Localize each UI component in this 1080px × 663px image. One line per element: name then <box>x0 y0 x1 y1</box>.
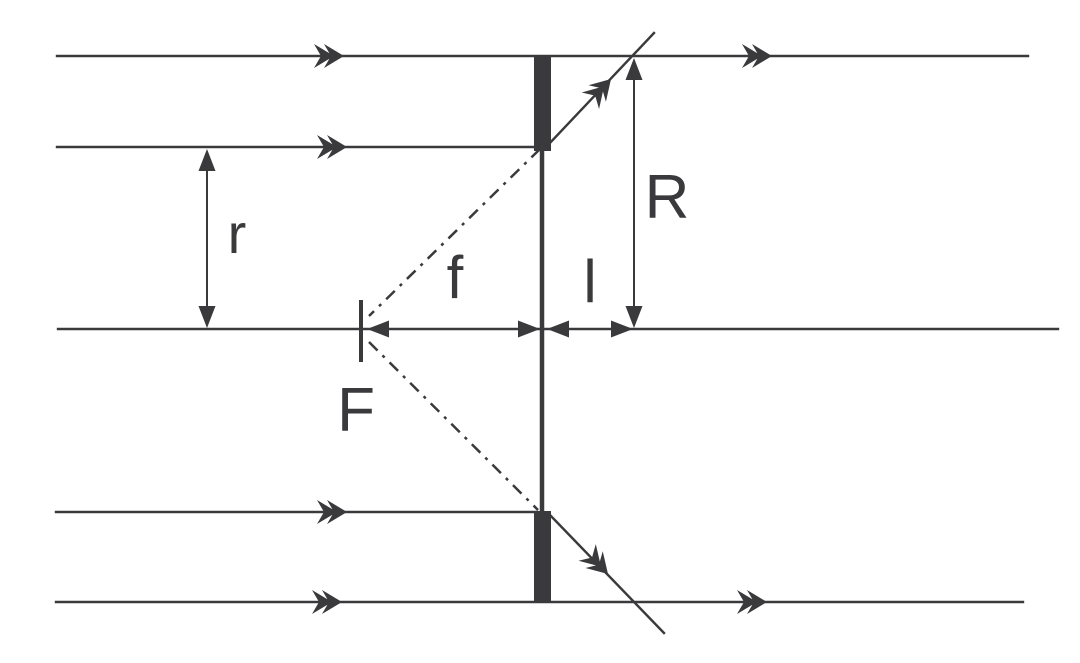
label-axial-distance: l <box>583 248 596 315</box>
chevron-arrowhead-icon <box>312 590 342 614</box>
label-focal-length: f <box>447 244 464 311</box>
dimension-arrowhead-icon <box>198 149 216 171</box>
chevron-arrowhead-icon <box>737 590 767 614</box>
aperture-block-bottom <box>534 511 551 603</box>
aperture-block-top <box>534 56 551 151</box>
label-beam-radius: r <box>228 202 247 265</box>
chevron-arrowhead-icon <box>742 44 772 68</box>
dimension-arrowhead-icon <box>625 306 643 328</box>
dimension-arrowhead-icon <box>611 320 633 338</box>
dimension-arrowhead-icon <box>625 58 643 80</box>
chevron-arrowhead-icon <box>317 135 347 159</box>
chevron-arrowhead-icon <box>314 44 344 68</box>
label-focal-point: F <box>337 376 375 445</box>
construction-line-upper <box>368 148 541 317</box>
construction-line-lower <box>368 341 539 511</box>
dimension-arrowhead-icon <box>518 320 540 338</box>
chevron-arrowhead-icon <box>581 79 611 110</box>
label-spot-radius: R <box>645 163 690 232</box>
chevron-arrowhead-icon <box>578 544 608 574</box>
chevron-arrowhead-icon <box>317 500 347 524</box>
dimension-arrowhead-icon <box>198 306 216 328</box>
dimension-arrowhead-icon <box>367 320 389 338</box>
dimension-arrowhead-icon <box>547 320 569 338</box>
